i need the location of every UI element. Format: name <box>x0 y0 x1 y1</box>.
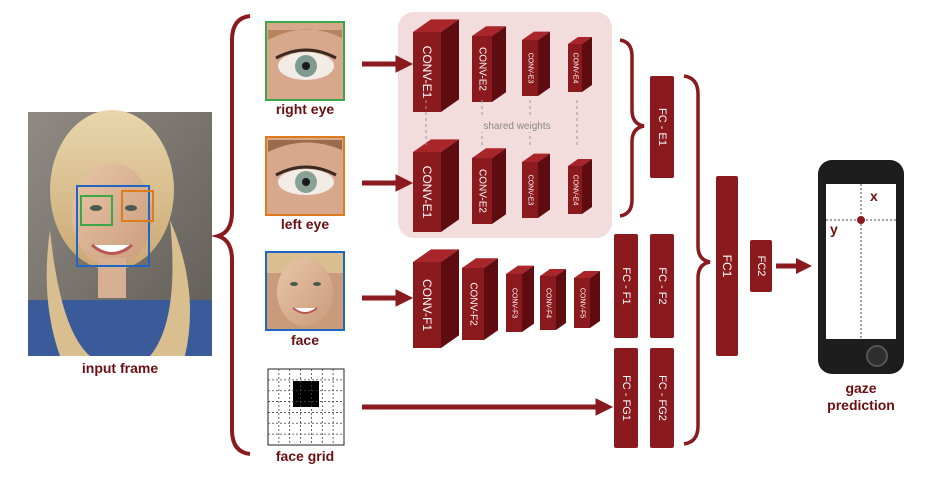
conv-top-conv-e4: CONV-E4 <box>568 37 592 92</box>
face-grid <box>267 368 345 446</box>
right-eye-label: right eye <box>275 101 335 117</box>
conv-conv-f3-label: CONV-F3 <box>511 288 518 318</box>
shared-weight-links <box>425 100 578 145</box>
fc-fc-f1-label: FC - F1 <box>620 267 632 304</box>
left-eye-crop <box>265 136 345 216</box>
conv-conv-f4: CONV-F4 <box>540 269 566 330</box>
conv-conv-f5-label: CONV-F5 <box>579 288 586 318</box>
conv-bottom-conv-e1: CONV-E1 <box>413 139 459 232</box>
conv-bottom-conv-e1-label: CONV-E1 <box>420 166 434 219</box>
face-label: face <box>290 332 320 348</box>
conv-conv-f4-label: CONV-F4 <box>545 288 552 318</box>
conv-conv-f1: CONV-F1 <box>413 249 459 348</box>
conv-bottom-conv-e4: CONV-E4 <box>568 159 592 214</box>
eye-merge-brace <box>619 38 645 218</box>
conv-top-conv-e2: CONV-E2 <box>472 26 506 103</box>
conv-bottom-conv-e2: CONV-E2 <box>472 148 506 224</box>
axis-x-label: x <box>870 188 878 204</box>
conv-conv-f3: CONV-F3 <box>506 265 534 332</box>
input-frame-label: input frame <box>81 360 159 376</box>
fc-fc2: FC2 <box>750 240 772 292</box>
fc-fc1-label: FC1 <box>720 255 734 278</box>
shared-weights-label: shared weights <box>483 121 550 132</box>
conv-top-conv-e1: CONV-E1 <box>413 19 459 112</box>
fc-fc-e1: FC - E1 <box>650 76 674 178</box>
fc-fc1: FC1 <box>716 176 738 356</box>
conv-top-conv-e2-label: CONV-E2 <box>477 47 488 91</box>
axis-y-label: y <box>830 221 838 237</box>
conv-conv-f2: CONV-F2 <box>462 258 498 340</box>
left-eye-label: left eye <box>280 216 330 232</box>
conv-conv-f1-label: CONV-F1 <box>420 279 434 331</box>
fc-fc-f2: FC - F2 <box>650 234 674 338</box>
conv-top-conv-e1-label: CONV-E1 <box>420 46 434 99</box>
fc-fc-f1: FC - F1 <box>614 234 638 338</box>
fc-fc-fg2: FC - FG2 <box>650 348 674 448</box>
conv-bottom-conv-e3: CONV-E3 <box>522 153 550 218</box>
conv-top-conv-e4-label: CONV-E4 <box>572 53 579 84</box>
input-arrows <box>362 55 614 416</box>
fc-fc-f2-label: FC - F2 <box>656 267 668 304</box>
conv-conv-f5: CONV-F5 <box>574 271 600 328</box>
fc-blocks: FC - E1 FC - F1 FC - F2 FC - FG1 FC - FG2 FC1… <box>614 76 772 448</box>
fc-merge-brace <box>683 74 711 446</box>
conv-bottom-conv-e4-label: CONV-E4 <box>572 175 579 206</box>
face-crop <box>265 251 345 331</box>
conv-top-conv-e3-label: CONV-E3 <box>527 53 534 84</box>
conv-bottom-conv-e2-label: CONV-E2 <box>477 169 488 213</box>
conv-top-conv-e3: CONV-E3 <box>522 31 550 97</box>
output-arrow <box>776 258 812 274</box>
right-eye-crop <box>265 21 345 101</box>
input-frame-photo <box>28 110 212 356</box>
phone-icon <box>818 160 904 374</box>
gaze-prediction-label-line1: gaze <box>845 380 877 396</box>
gaze-prediction-label-line2: prediction <box>827 397 895 413</box>
fc-fc-fg1-label: FC - FG1 <box>620 375 632 421</box>
fc-fc-fg2-label: FC - FG2 <box>656 375 668 421</box>
fc-fc-fg1: FC - FG1 <box>614 348 638 448</box>
gaze-point <box>857 216 865 224</box>
conv-bottom-conv-e3-label: CONV-E3 <box>527 175 534 206</box>
fc-fc-e1-label: FC - E1 <box>656 108 668 146</box>
face-grid-label: face grid <box>275 448 335 464</box>
conv-conv-f2-label: CONV-F2 <box>468 282 479 326</box>
input-brace <box>210 14 251 456</box>
fc-fc2-label: FC2 <box>755 256 767 277</box>
